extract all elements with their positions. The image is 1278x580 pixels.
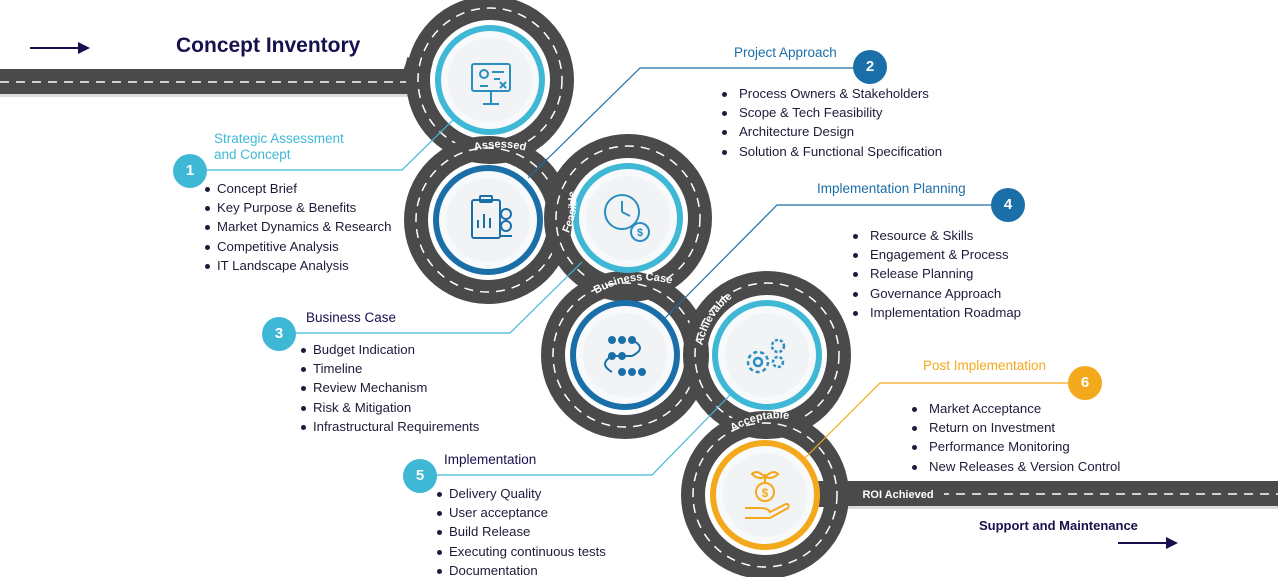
start-arrow-icon [30,42,90,54]
step-5-list: Delivery Quality User acceptance Build R… [437,484,606,580]
step-2-title: Project Approach [734,45,837,60]
clock-dollar-icon: $ [604,194,650,242]
step-1-list: Concept Brief Key Purpose & Benefits Mar… [205,179,391,275]
step-2-list: Process Owners & Stakeholders Scope & Te… [722,84,942,161]
list-item: Timeline [301,359,479,378]
step-5-title: Implementation [444,452,537,467]
presentation-board-icon [471,63,511,105]
step-1-badge: 1 [173,154,207,188]
list-item: Return on Investment [912,418,1120,437]
svg-text:$: $ [762,486,769,500]
list-item: Competitive Analysis [205,237,391,256]
list-item: Engagement & Process [853,245,1021,264]
list-item: Architecture Design [722,122,942,141]
list-item: Delivery Quality [437,484,606,503]
stage-circle-2 [433,165,543,275]
list-item: Process Owners & Stakeholders [722,84,942,103]
step-6-badge: 6 [1068,366,1102,400]
list-item: Release Planning [853,264,1021,283]
step-1-title-line2: and Concept [214,147,291,162]
list-item: Key Purpose & Benefits [205,198,391,217]
clipboard-chart-icon [471,195,512,239]
support-maintenance-label: Support and Maintenance [979,518,1138,533]
step-1-title-line1: Strategic Assessment [214,131,344,146]
step-6-title: Post Implementation [923,358,1047,373]
money-plant-hand-icon: $ [745,471,790,519]
entry-road [0,56,433,97]
stage-circle-3 [573,163,683,273]
step-1-title: Strategic Assessment and Concept [214,131,344,163]
step-4-list: Resource & Skills Engagement & Process R… [853,226,1021,322]
list-item: IT Landscape Analysis [205,256,391,275]
list-item: Performance Monitoring [912,437,1120,456]
list-item: Concept Brief [205,179,391,198]
step-4-title: Implementation Planning [817,181,966,196]
step-5-badge: 5 [403,459,437,493]
step-3-badge: 3 [262,317,296,351]
step-2-badge: 2 [853,50,887,84]
list-item: Governance Approach [853,284,1021,303]
page-title: Concept Inventory [176,34,361,57]
road-ring-6 [681,411,849,577]
list-item: Budget Indication [301,340,479,359]
svg-text:$: $ [637,227,643,239]
list-item: New Releases & Version Control [912,457,1120,476]
list-item: Executing continuous tests [437,542,606,561]
list-item: Implementation Roadmap [853,303,1021,322]
step-6-list: Market Acceptance Return on Investment P… [912,399,1120,476]
step-3-title: Business Case [306,310,397,325]
list-item: Market Acceptance [912,399,1120,418]
list-item: Infrastructural Requirements [301,417,479,436]
list-item: Market Dynamics & Research [205,217,391,236]
connector-lines [205,67,1070,476]
list-item: Scope & Tech Feasibility [722,103,942,122]
list-item: Documentation [437,561,606,580]
stage-circle-6 [710,440,820,550]
list-item: Build Release [437,522,606,541]
end-arrow-icon [1118,537,1178,549]
step-3-list: Budget Indication Timeline Review Mechan… [301,340,479,436]
list-item: Risk & Mitigation [301,398,479,417]
gears-icon [746,338,786,374]
stage-circle-5 [712,300,822,410]
list-item: Solution & Functional Specification [722,142,942,161]
list-item: User acceptance [437,503,606,522]
stage-circle-1 [435,25,545,135]
step-4-badge: 4 [991,188,1025,222]
list-item: Review Mechanism [301,378,479,397]
workflow-icon [604,336,646,376]
list-item: Resource & Skills [853,226,1021,245]
road-label-roi: ROI Achieved [862,489,933,501]
